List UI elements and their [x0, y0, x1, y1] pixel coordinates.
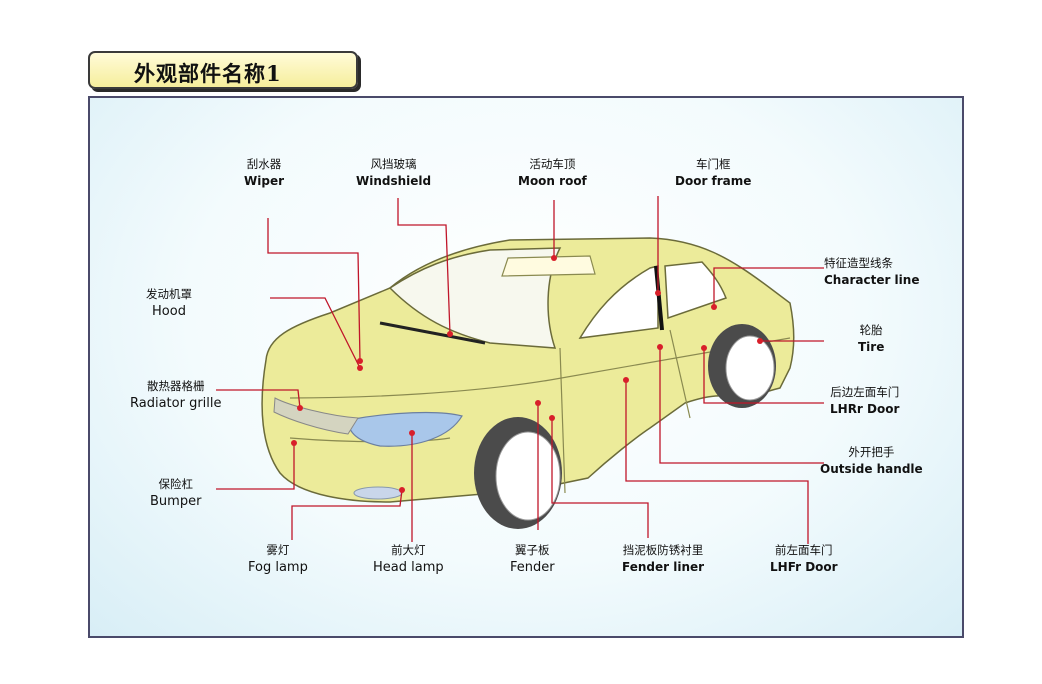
rear-wheel: [708, 324, 776, 408]
fog-lamp-shape: [354, 487, 402, 499]
page-title: 外观部件名称1: [88, 51, 358, 89]
moon-roof-shape: [502, 256, 595, 276]
front-wheel: [474, 417, 562, 529]
